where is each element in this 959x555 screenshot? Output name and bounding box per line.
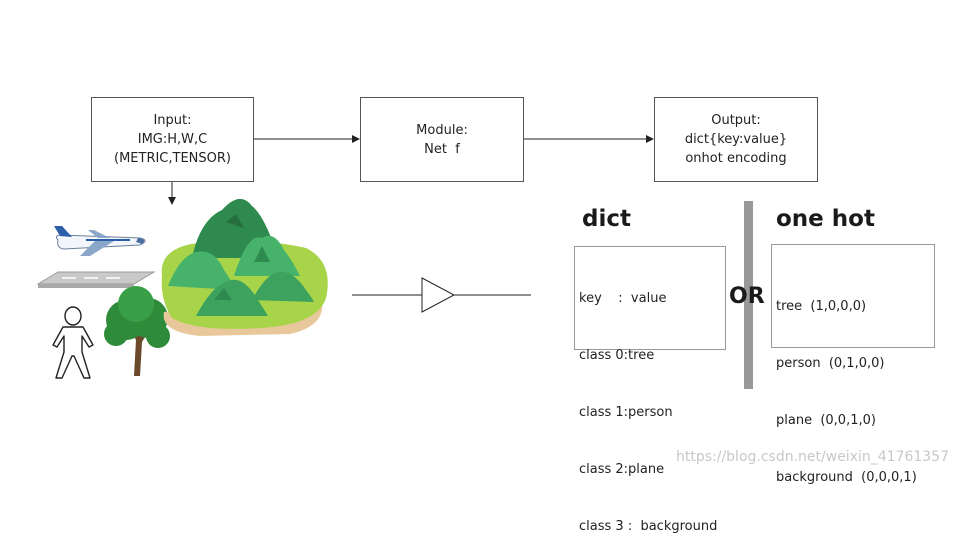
output-box-line-2: dict{key:value} xyxy=(684,132,788,147)
onehot-heading: one hot xyxy=(776,206,875,232)
watermark: https://blog.csdn.net/weixin_41761357 xyxy=(675,449,949,465)
output-box: Output: dict{key:value} onhot encoding xyxy=(654,97,818,182)
onehot-row: plane (0,0,1,0) xyxy=(776,413,876,428)
runway-icon xyxy=(36,271,156,288)
output-box-line-1: Output: xyxy=(711,113,761,128)
input-box-line-2: IMG:H,W,C xyxy=(137,132,208,147)
dict-row: class 3 : background xyxy=(579,519,718,534)
dict-heading: dict xyxy=(582,206,631,232)
person-icon xyxy=(52,306,94,379)
dict-row: class 1:person xyxy=(579,405,673,420)
onehot-row: background (0,0,0,1) xyxy=(776,470,917,485)
input-box: Input: IMG:H,W,C (METRIC,TENSOR) xyxy=(91,97,254,182)
output-box-line-3: onhot encoding xyxy=(685,151,787,166)
input-box-line-3: (METRIC,TENSOR) xyxy=(114,151,231,166)
onehot-row: tree (1,0,0,0) xyxy=(776,299,867,314)
dict-row: class 2:plane xyxy=(579,462,665,477)
module-box: Module: Net f xyxy=(360,97,524,182)
airplane-icon xyxy=(54,226,146,256)
or-separator-bar xyxy=(744,201,753,389)
module-box-line-1: Module: xyxy=(416,122,468,138)
module-box-line-2: Net f xyxy=(424,141,460,157)
onehot-row: person (0,1,0,0) xyxy=(776,356,885,371)
triangle-arrow-icon xyxy=(352,277,531,313)
input-box-line-1: Input: xyxy=(153,113,192,128)
tree-icon xyxy=(104,286,170,376)
dict-list: key : value class 0:tree class 1:person … xyxy=(574,246,726,534)
dict-row: key : value xyxy=(579,291,667,306)
mountain-island-icon xyxy=(161,198,328,336)
diagram-graphics xyxy=(36,135,654,379)
onehot-list: tree (1,0,0,0) person (0,1,0,0) plane (0… xyxy=(771,244,935,485)
dict-row: class 0:tree xyxy=(579,348,655,363)
or-label: OR xyxy=(729,284,765,309)
